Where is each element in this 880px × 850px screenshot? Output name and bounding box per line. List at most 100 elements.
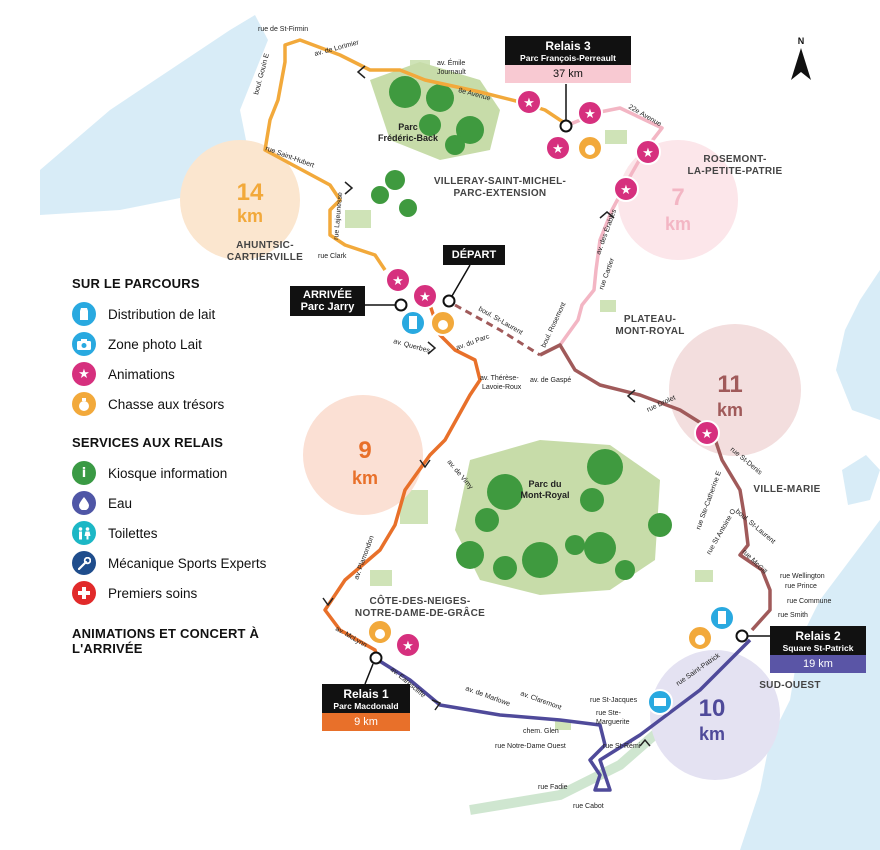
map-label: rue Commune [787,598,831,605]
map-label: rue Ste-Catherine E [695,470,723,531]
svg-text:★: ★ [701,426,713,441]
map-label: rue St-Jacques [590,697,638,704]
map-label: av. Claremont [519,690,562,711]
relais3-place: Parc François-Perreault [520,53,616,63]
route-segment-10km [377,638,752,792]
legend-item-mechanics: Mécanique Sports Experts [72,548,302,578]
km-11-unit: km [717,400,743,420]
map-label: Journault [437,69,466,76]
map-label: VILLE-MARIE [753,484,820,495]
leader-lines [364,84,770,685]
arrow-icon [431,699,442,711]
animations-marker: ★ [385,267,411,293]
camera-marker [647,689,673,715]
map-label: av. de Marlowe [464,685,511,708]
svg-text:★: ★ [642,145,654,160]
map-label: PARC-EXTENSION [454,188,547,199]
milk-carton-icon [72,302,96,326]
map-label: Mont-Royal [521,490,570,500]
map-label: av. Thérèse- [480,375,519,382]
relais1-title: Relais 1 [343,687,389,701]
map-label: boul. St-Laurent [477,306,524,337]
map-label: av. de Gaspé [530,377,571,384]
legend-item-first-aid: Premiers soins [72,578,302,608]
animations-marker: ★ [516,89,542,115]
animations-marker: ★ [577,100,603,126]
arrow-icon [639,738,651,747]
svg-text:★: ★ [584,106,596,121]
arrow-icon [356,65,366,79]
map-label: Frédéric-Back [378,133,439,143]
km-11: 11 [717,371,742,398]
svg-text:★: ★ [523,95,535,110]
legend-item-animations: ★ Animations [72,359,302,389]
star-icon: ★ [72,362,96,386]
map-label: rue Cabot [573,803,604,810]
map-label: LA-PETITE-PATRIE [688,166,783,177]
relais2-km: 19 km [770,655,866,673]
route-segment-14km [263,38,569,271]
treasure-marker [577,135,603,161]
first-aid-cross-icon [72,581,96,605]
camera-icon [72,332,96,356]
map-label: rue Ste- [596,710,622,717]
route-segment-11km [539,343,772,632]
map-label: CARTIERVILLE [227,252,303,263]
legend-item-treasure: Chasse aux trésors [72,389,302,419]
map-label: chem. Glen [523,728,559,735]
relais1-place: Parc Macdonald [333,701,399,711]
map-label: SUD-OUEST [759,680,821,691]
arrivee-place: Parc Jarry [300,301,355,313]
toilets-icon [72,521,96,545]
relais1-km: 9 km [322,713,410,731]
depart-point [442,294,456,308]
km-7: 7 [671,184,684,211]
treasure-bag-icon [72,392,96,416]
segment-circle-7 [618,140,738,260]
legend-item-water: Eau [72,488,302,518]
animations-marker: ★ [635,139,661,165]
segment-circle-10 [650,650,780,780]
map-label: Parc [398,122,418,132]
relais3-km: 37 km [505,65,631,83]
legend-route-title: SUR LE PARCOURS [72,276,200,291]
animations-marker: ★ [694,420,720,446]
north-arrow-icon [791,48,811,80]
map-label: NOTRE-DAME-DE-GRÂCE [355,606,485,619]
relais2-title: Relais 2 [795,629,841,643]
arrivee-box: ARRIVÉE Parc Jarry [290,286,365,316]
relais3-title: Relais 3 [545,39,591,53]
north-arrow: N [789,36,813,87]
km-14: 14 [237,179,264,206]
milk-marker [709,605,735,631]
map-label: CÔTE-DES-NEIGES- [370,594,471,607]
map-label: rue Cartier [598,257,616,291]
map-label: rue Clark [318,253,347,260]
svg-text:★: ★ [419,289,431,304]
milk-marker [400,310,426,336]
animations-marker: ★ [613,176,639,202]
map-label: boul. St-Laurent [734,508,777,545]
arrivee-point [394,298,408,312]
route-markers: ★ ★ ★ ★ ★ ★ ★ ★ ★ [367,89,749,715]
map-label: rue Lajeunesse [333,192,344,240]
north-label: N [797,36,805,46]
km-9-unit: km [352,468,378,488]
treasure-marker [430,310,456,336]
map-label: rue Fadie [538,784,568,791]
map-label: MONT-ROYAL [615,326,684,337]
district-labels: VILLERAY-SAINT-MICHEL- PARC-EXTENSION RO… [227,154,821,691]
animations-marker: ★ [395,632,421,658]
legend-item-photo: Zone photo Lait [72,329,302,359]
park-frederic-back [370,62,500,217]
legend-services-title: SERVICES AUX RELAIS [72,435,224,450]
animations-marker: ★ [545,135,571,161]
route-dashed-connector [454,303,541,357]
legend-item-info: i Kiosque information [72,458,302,488]
map-label: 22e Avenue [627,104,663,129]
map-label: Marguerite [596,719,630,726]
km-10: 10 [699,695,726,722]
animations-marker: ★ [412,283,438,309]
segment-circle-9 [303,395,423,515]
